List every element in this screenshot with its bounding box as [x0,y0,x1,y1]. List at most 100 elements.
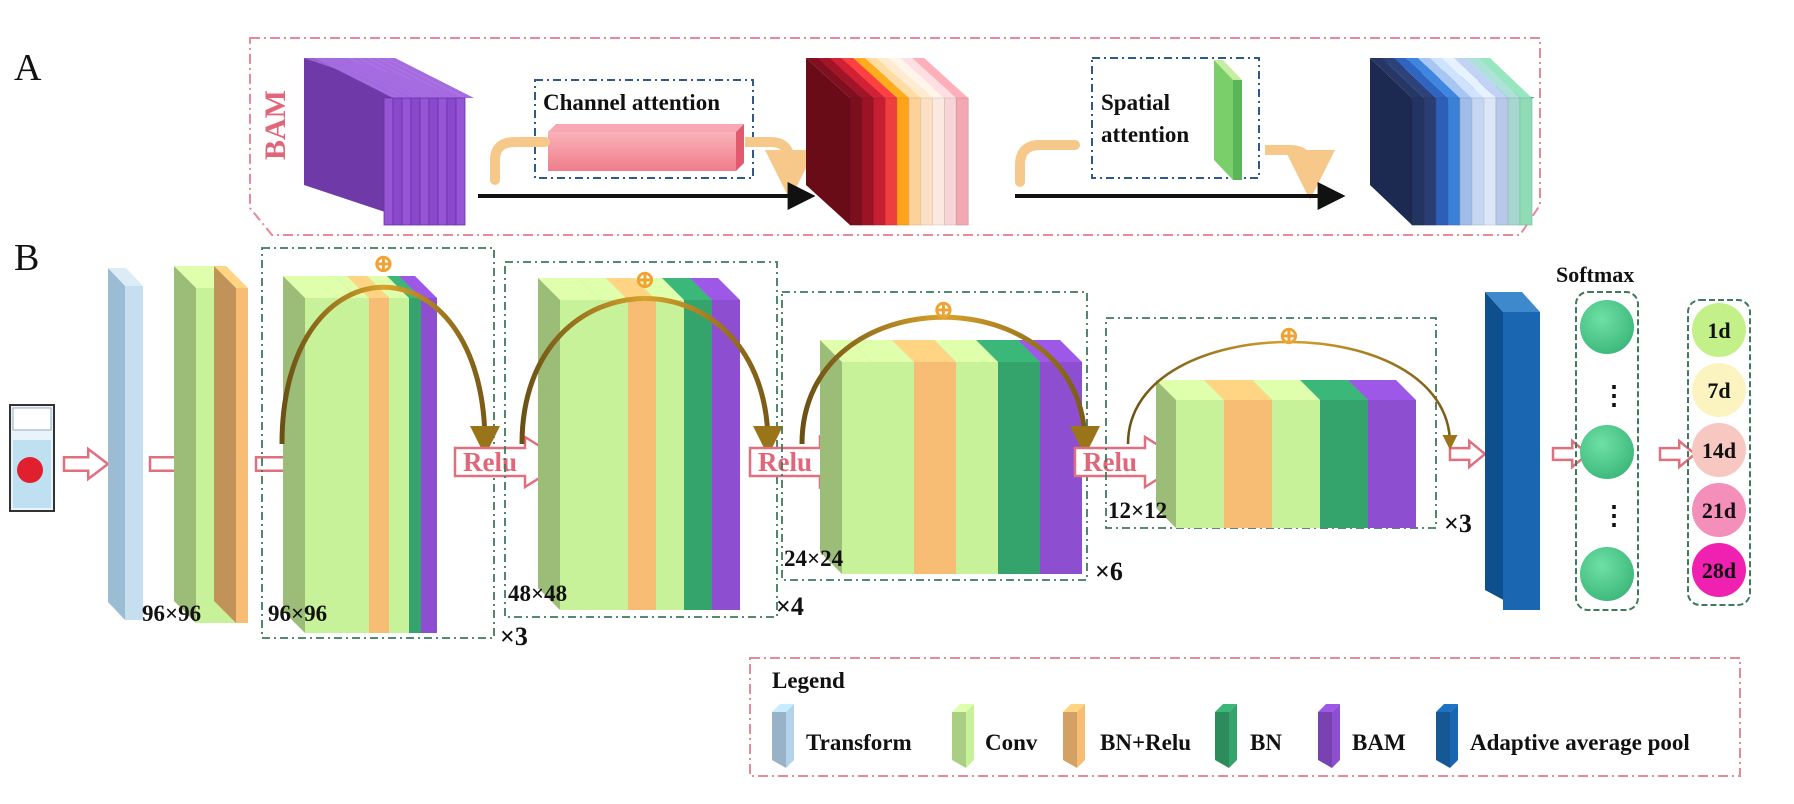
warm-slab-top [900,58,957,98]
bam-input-feature-cube [304,58,474,226]
softmax-node-3 [1580,547,1634,601]
legend-item-bn: BN [1215,704,1282,768]
stage1-relu-arrow: Relu [453,434,568,490]
warm-slab [955,97,969,226]
warm-slab [873,97,886,226]
cool-slab-top [1466,58,1520,98]
legend-item-bam: BAM [1318,704,1406,768]
warm-slab-top [841,58,898,98]
cool-slab [1423,97,1437,226]
stage2-frame [504,261,778,618]
stage4-add-symbol: ⊕ [1278,321,1300,350]
softmax-node-2 [1580,425,1634,479]
spatial-attention-label-line2: attention [1101,122,1189,147]
cool-slab [1411,97,1425,226]
channel-out-arrow [745,137,815,200]
stage1-size-label: 96×96 [268,601,327,626]
purple-slab [437,97,448,226]
softmax-frame [1575,291,1639,611]
warm-slab [896,97,910,226]
purple-slab [401,97,412,226]
flow-arrow-pool [1448,438,1487,470]
legend-item-conv: Conv [952,704,1038,768]
stem-block [174,266,248,623]
warm-slab-top [912,58,969,98]
stage4-repeat-label: ×3 [1444,509,1472,538]
stage1-skip-connection [279,285,500,456]
stage2-repeat-label: ×4 [776,592,804,621]
spatial-attention-label-line1: Spatial [1101,90,1170,115]
legend-item-adaptive-average-pool: Adaptive average pool [1436,704,1690,768]
cool-slab [1447,97,1461,226]
output-class-label: 7d [1707,378,1730,403]
purple-slab-top [386,58,474,98]
stage1-conv-slab [283,276,357,633]
warm-slab [932,97,945,226]
purple-slab-top [350,58,438,98]
softmax-node-1 [1580,300,1634,354]
input-image-icon [9,404,55,512]
output-class-14d: 14d [1692,423,1746,477]
output-class-label: 14d [1702,438,1736,463]
softmax-ellipsis-1: ⋮ [1601,381,1627,410]
cool-slab-top [1394,58,1448,98]
stage3-frame [781,291,1088,581]
purple-slab-top [359,58,447,98]
flow-arrow-softmax [1551,438,1590,470]
purple-slab [383,97,394,226]
cool-slab-top [1418,58,1472,98]
legend-label: BAM [1352,730,1406,755]
channel-attention-bar [548,124,744,171]
cool-slab-top [1406,58,1460,98]
stem-bn-relu-slab [214,266,248,623]
stage1-add-symbol: ⊕ [373,249,395,278]
stage2-add-symbol: ⊕ [634,265,656,294]
purple-slab [455,97,466,226]
spatial-out-arrow [1265,145,1335,200]
output-class-label: 1d [1707,318,1730,343]
spatial-attention-map [1214,60,1242,180]
legend-item-transform: Transform [772,704,912,768]
warm-slab [849,97,863,226]
channel-attention-label: Channel attention [543,90,720,115]
purple-slab-top [332,58,420,98]
stage3-relu-label: Relu [1083,447,1137,477]
output-class-7d: 7d [1692,363,1746,417]
stage3-size-label: 24×24 [784,546,844,571]
output-frame [1687,299,1751,606]
channel-in-arrow [490,137,550,185]
warm-slab-top [806,58,862,98]
output-class-label: 28d [1702,558,1736,583]
flow-arrow-input [62,446,111,482]
warm-slab [861,97,875,226]
output-class-1d: 1d [1692,303,1746,357]
stage1-relu-label: Relu [463,447,517,477]
purple-slab-top [341,58,429,98]
warm-slab [908,97,922,226]
legend-label: Adaptive average pool [1470,730,1690,755]
stage3-repeat-label: ×6 [1095,557,1123,586]
stage2-relu-label: Relu [758,447,812,477]
purple-slab-top [377,58,465,98]
cool-slab-top [1382,58,1436,98]
bam-output-feature-cube [1370,58,1535,226]
warm-slab-top [888,58,945,98]
purple-slab [410,97,421,226]
bam-label: BAM [259,90,292,160]
legend-label: Conv [985,730,1038,755]
purple-slab [446,97,457,226]
flow-arrow-output [1658,438,1697,470]
cool-slab [1519,97,1533,226]
stage4-conv-slab [1156,380,1224,528]
spatial-in-arrow [1015,140,1080,187]
legend-frame [749,657,1741,777]
legend-title: Legend [772,668,845,693]
stage2-skip-connection [519,296,783,456]
warm-slab-top [817,58,874,98]
transform-layer [108,268,143,620]
stage3-conv-slab [820,340,872,574]
